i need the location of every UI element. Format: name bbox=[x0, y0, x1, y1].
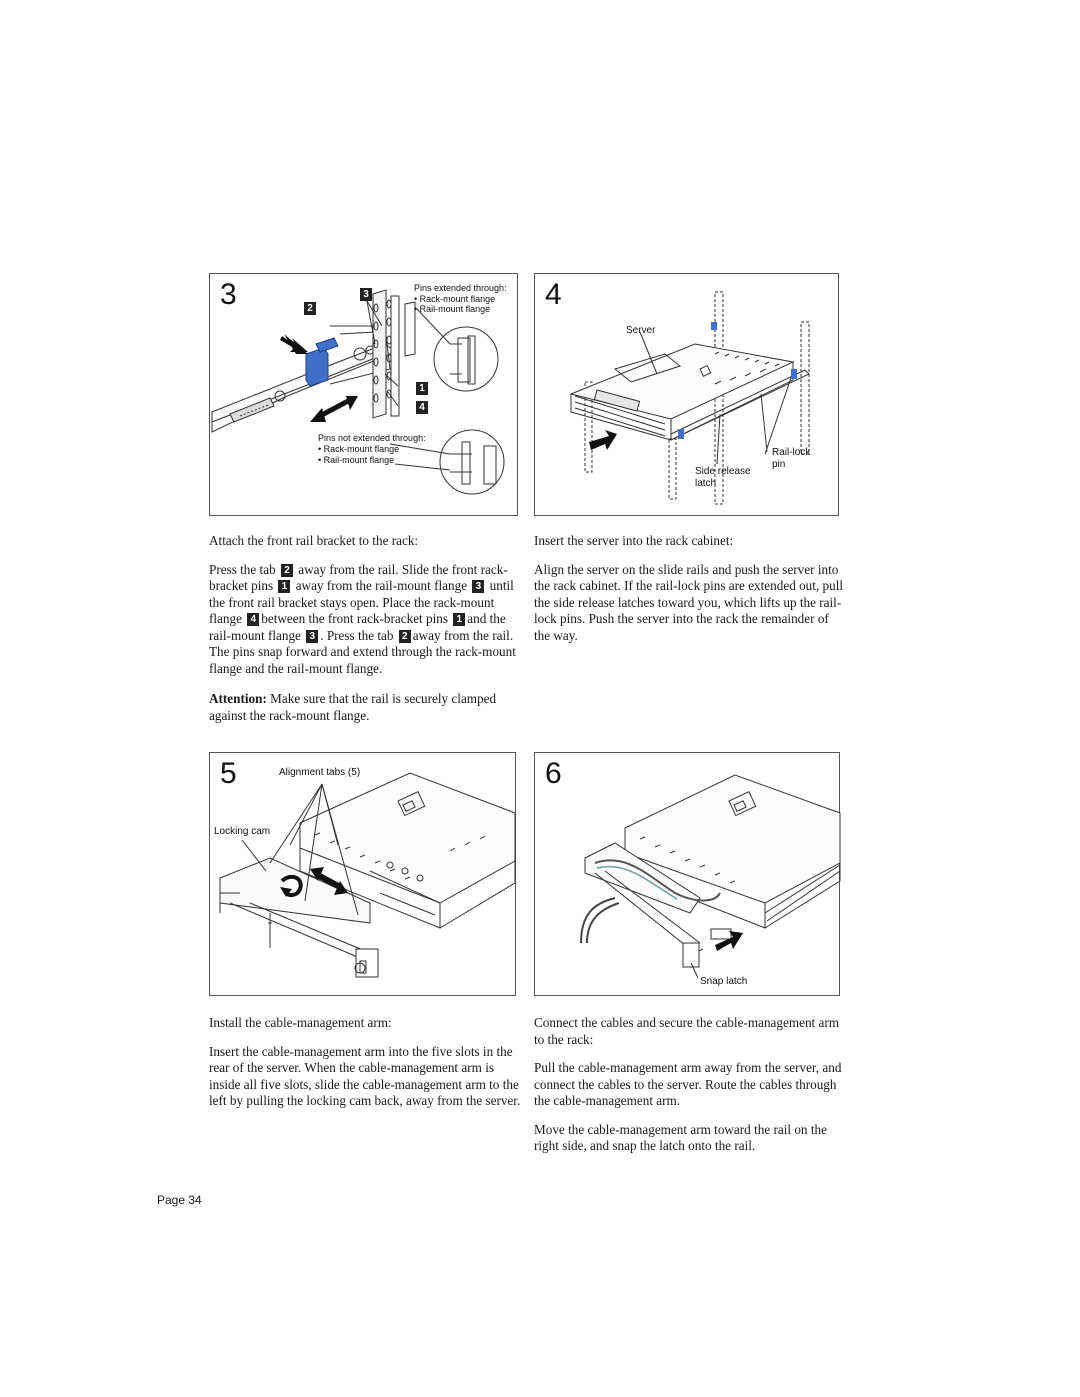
callout-1: 1 bbox=[453, 613, 466, 627]
rail-bracket-illustration bbox=[211, 289, 505, 495]
locking-cam-label: Locking cam bbox=[214, 826, 271, 837]
figure-step-6: 6 Snap latch bbox=[534, 752, 841, 996]
figure-step-4: 4 Server Rail-lock pin Side release latc… bbox=[534, 273, 839, 516]
step-6-text: Connect the cables and secure the cable-… bbox=[534, 1015, 850, 1169]
figure-step-3: 3 Pins extended through: • Rack-mount fl… bbox=[209, 273, 518, 516]
callout-2: 2 bbox=[304, 302, 316, 315]
callout-3: 3 bbox=[306, 629, 319, 643]
step-5-caption: Install the cable-management arm: bbox=[209, 1015, 392, 1030]
cable-route-illustration bbox=[580, 774, 841, 979]
step-number: 6 bbox=[545, 757, 562, 790]
step-3-caption: Attach the front rail bracket to the rac… bbox=[209, 533, 419, 548]
attention-label: Attention: bbox=[209, 691, 267, 706]
pins-not-extended-title: Pins not extended through: bbox=[318, 433, 426, 443]
push-arrow-icon bbox=[280, 334, 308, 354]
step-5-text: Install the cable-management arm: Insert… bbox=[209, 1015, 521, 1124]
attention-text: Make sure that the rail is securely clam… bbox=[209, 691, 497, 723]
slide-arrow-icon bbox=[310, 867, 348, 895]
slide-arrow-icon bbox=[310, 396, 358, 422]
step-4-body: Align the server on the slide rails and … bbox=[534, 561, 844, 643]
callout-2: 2 bbox=[280, 563, 293, 577]
step-3-body: Press the tab 2 away from the rail. Slid… bbox=[209, 561, 516, 676]
alignment-tabs-label: Alignment tabs (5) bbox=[279, 767, 361, 778]
step-number: 4 bbox=[545, 278, 562, 311]
figure-step-5: 5 Alignment tabs (5) Locking cam bbox=[209, 752, 516, 996]
callout-1: 1 bbox=[416, 382, 428, 395]
step-4-text: Insert the server into the rack cabinet:… bbox=[534, 533, 846, 658]
callout-4: 4 bbox=[247, 613, 260, 627]
step-6-body: Pull the cable-management arm away from … bbox=[534, 1060, 842, 1108]
pins-extended-item: • Rack-mount flange bbox=[414, 294, 496, 304]
pins-not-extended-item: • Rail-mount flange bbox=[318, 455, 395, 465]
push-arrow-icon bbox=[715, 931, 743, 951]
server-insertion-illustration bbox=[569, 291, 810, 505]
step-4-caption: Insert the server into the rack cabinet: bbox=[534, 533, 734, 548]
push-arrow-icon bbox=[589, 430, 617, 450]
side-release-latch-label: Side release latch bbox=[695, 466, 751, 489]
pins-not-extended-item: • Rack-mount flange bbox=[318, 444, 400, 454]
snap-latch-label: Snap latch bbox=[700, 976, 748, 987]
cable-arm-install-illustration bbox=[219, 772, 516, 978]
pins-extended-title: Pins extended through: bbox=[414, 283, 507, 293]
step-number: 5 bbox=[220, 757, 237, 790]
server-label: Server bbox=[626, 325, 656, 336]
rail-lock-pin-label: Rail-lock pin bbox=[772, 447, 811, 470]
pins-extended-item: • Rail-mount flange bbox=[414, 304, 491, 314]
rotate-arrow-icon bbox=[280, 874, 303, 898]
page-number: Page 34 bbox=[157, 1193, 202, 1207]
step-6-caption: Connect the cables and secure the cable-… bbox=[534, 1015, 839, 1047]
callout-3: 3 bbox=[472, 580, 485, 594]
step-6-body-2: Move the cable-management arm toward the… bbox=[534, 1121, 827, 1154]
callout-4: 4 bbox=[416, 401, 428, 414]
step-number: 3 bbox=[220, 278, 237, 311]
callout-2: 2 bbox=[398, 629, 411, 643]
callout-1: 1 bbox=[278, 580, 291, 594]
callout-3: 3 bbox=[360, 288, 372, 301]
step-3-text: Attach the front rail bracket to the rac… bbox=[209, 533, 521, 738]
step-5-body: Insert the cable-management arm into the… bbox=[209, 1043, 521, 1109]
attention-note: Attention: Make sure that the rail is se… bbox=[209, 691, 521, 724]
